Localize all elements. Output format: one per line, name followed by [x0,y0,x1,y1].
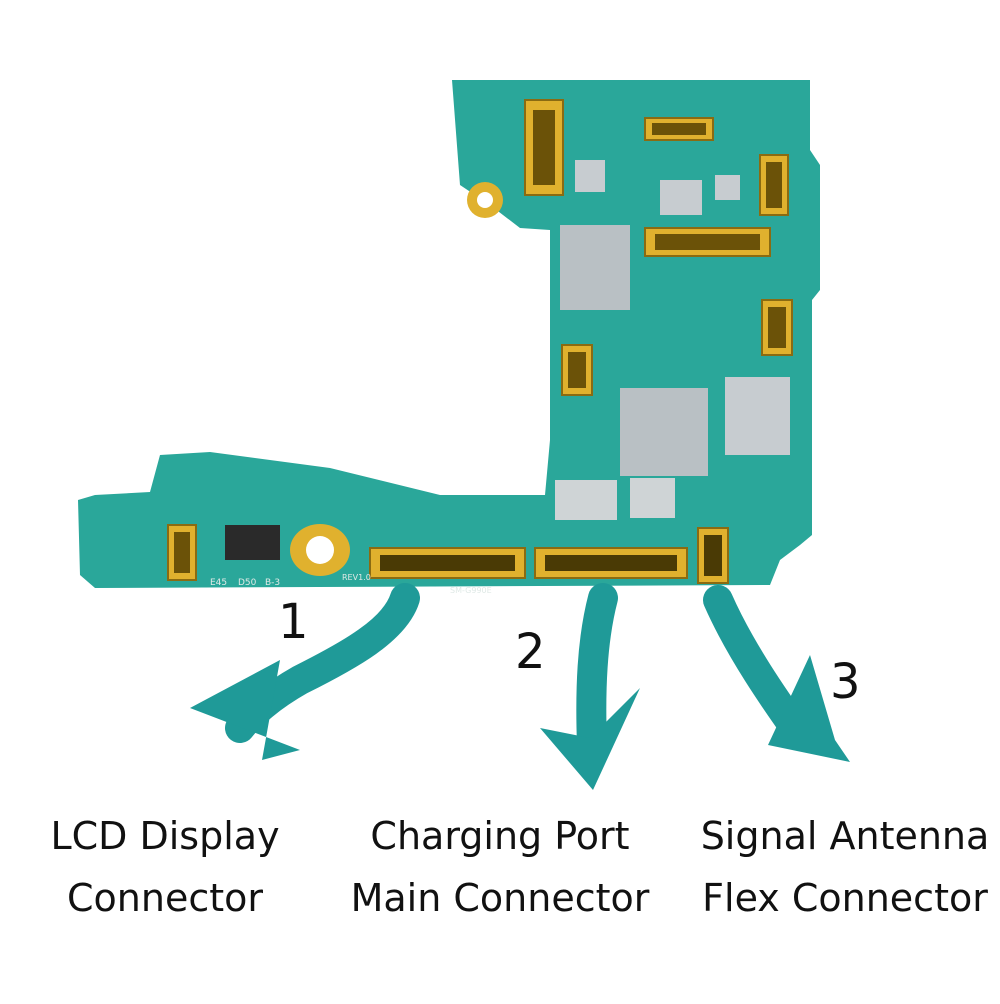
callout-number-2: 2 [515,624,546,680]
callout-label-line: LCD Display [50,814,280,858]
callout-label-line: Main Connector [350,876,650,920]
callout-label-3: Signal Antenna Flex Connector [700,805,990,929]
silkscreen-label: B-3 [265,578,280,588]
connector-small-left [225,525,280,560]
callout-label-line: Flex Connector [702,876,988,920]
chip-small-2 [660,180,702,215]
chip-shield-3 [725,377,790,455]
arrow-3-head [768,655,850,762]
callout-label-line: Signal Antenna [700,814,990,858]
silkscreen-label: D50 [238,578,257,588]
arrow-1-head [190,660,300,760]
callout-label-2: Charging Port Main Connector [345,805,655,929]
chip-small-1 [575,160,605,192]
chip-shield-5 [630,478,675,518]
callout-number-1: 1 [278,594,309,650]
arrow-2 [576,583,618,760]
callout-label-line: Connector [67,876,263,920]
chip-shield-2 [620,388,708,476]
chip-shield-1 [560,225,630,310]
chip-shield-4 [555,480,617,520]
silkscreen-label: REV1.0 [342,573,371,582]
callout-number-3: 3 [830,654,861,710]
callout-label-1: LCD Display Connector [45,805,285,929]
silkscreen-label: SM-G990E [450,586,492,595]
arrow-2-head [540,688,640,790]
callout-label-line: Charging Port [370,814,630,858]
chip-small-3 [715,175,740,200]
silkscreen-label: E45 [210,578,227,588]
circuit-board [78,80,820,588]
